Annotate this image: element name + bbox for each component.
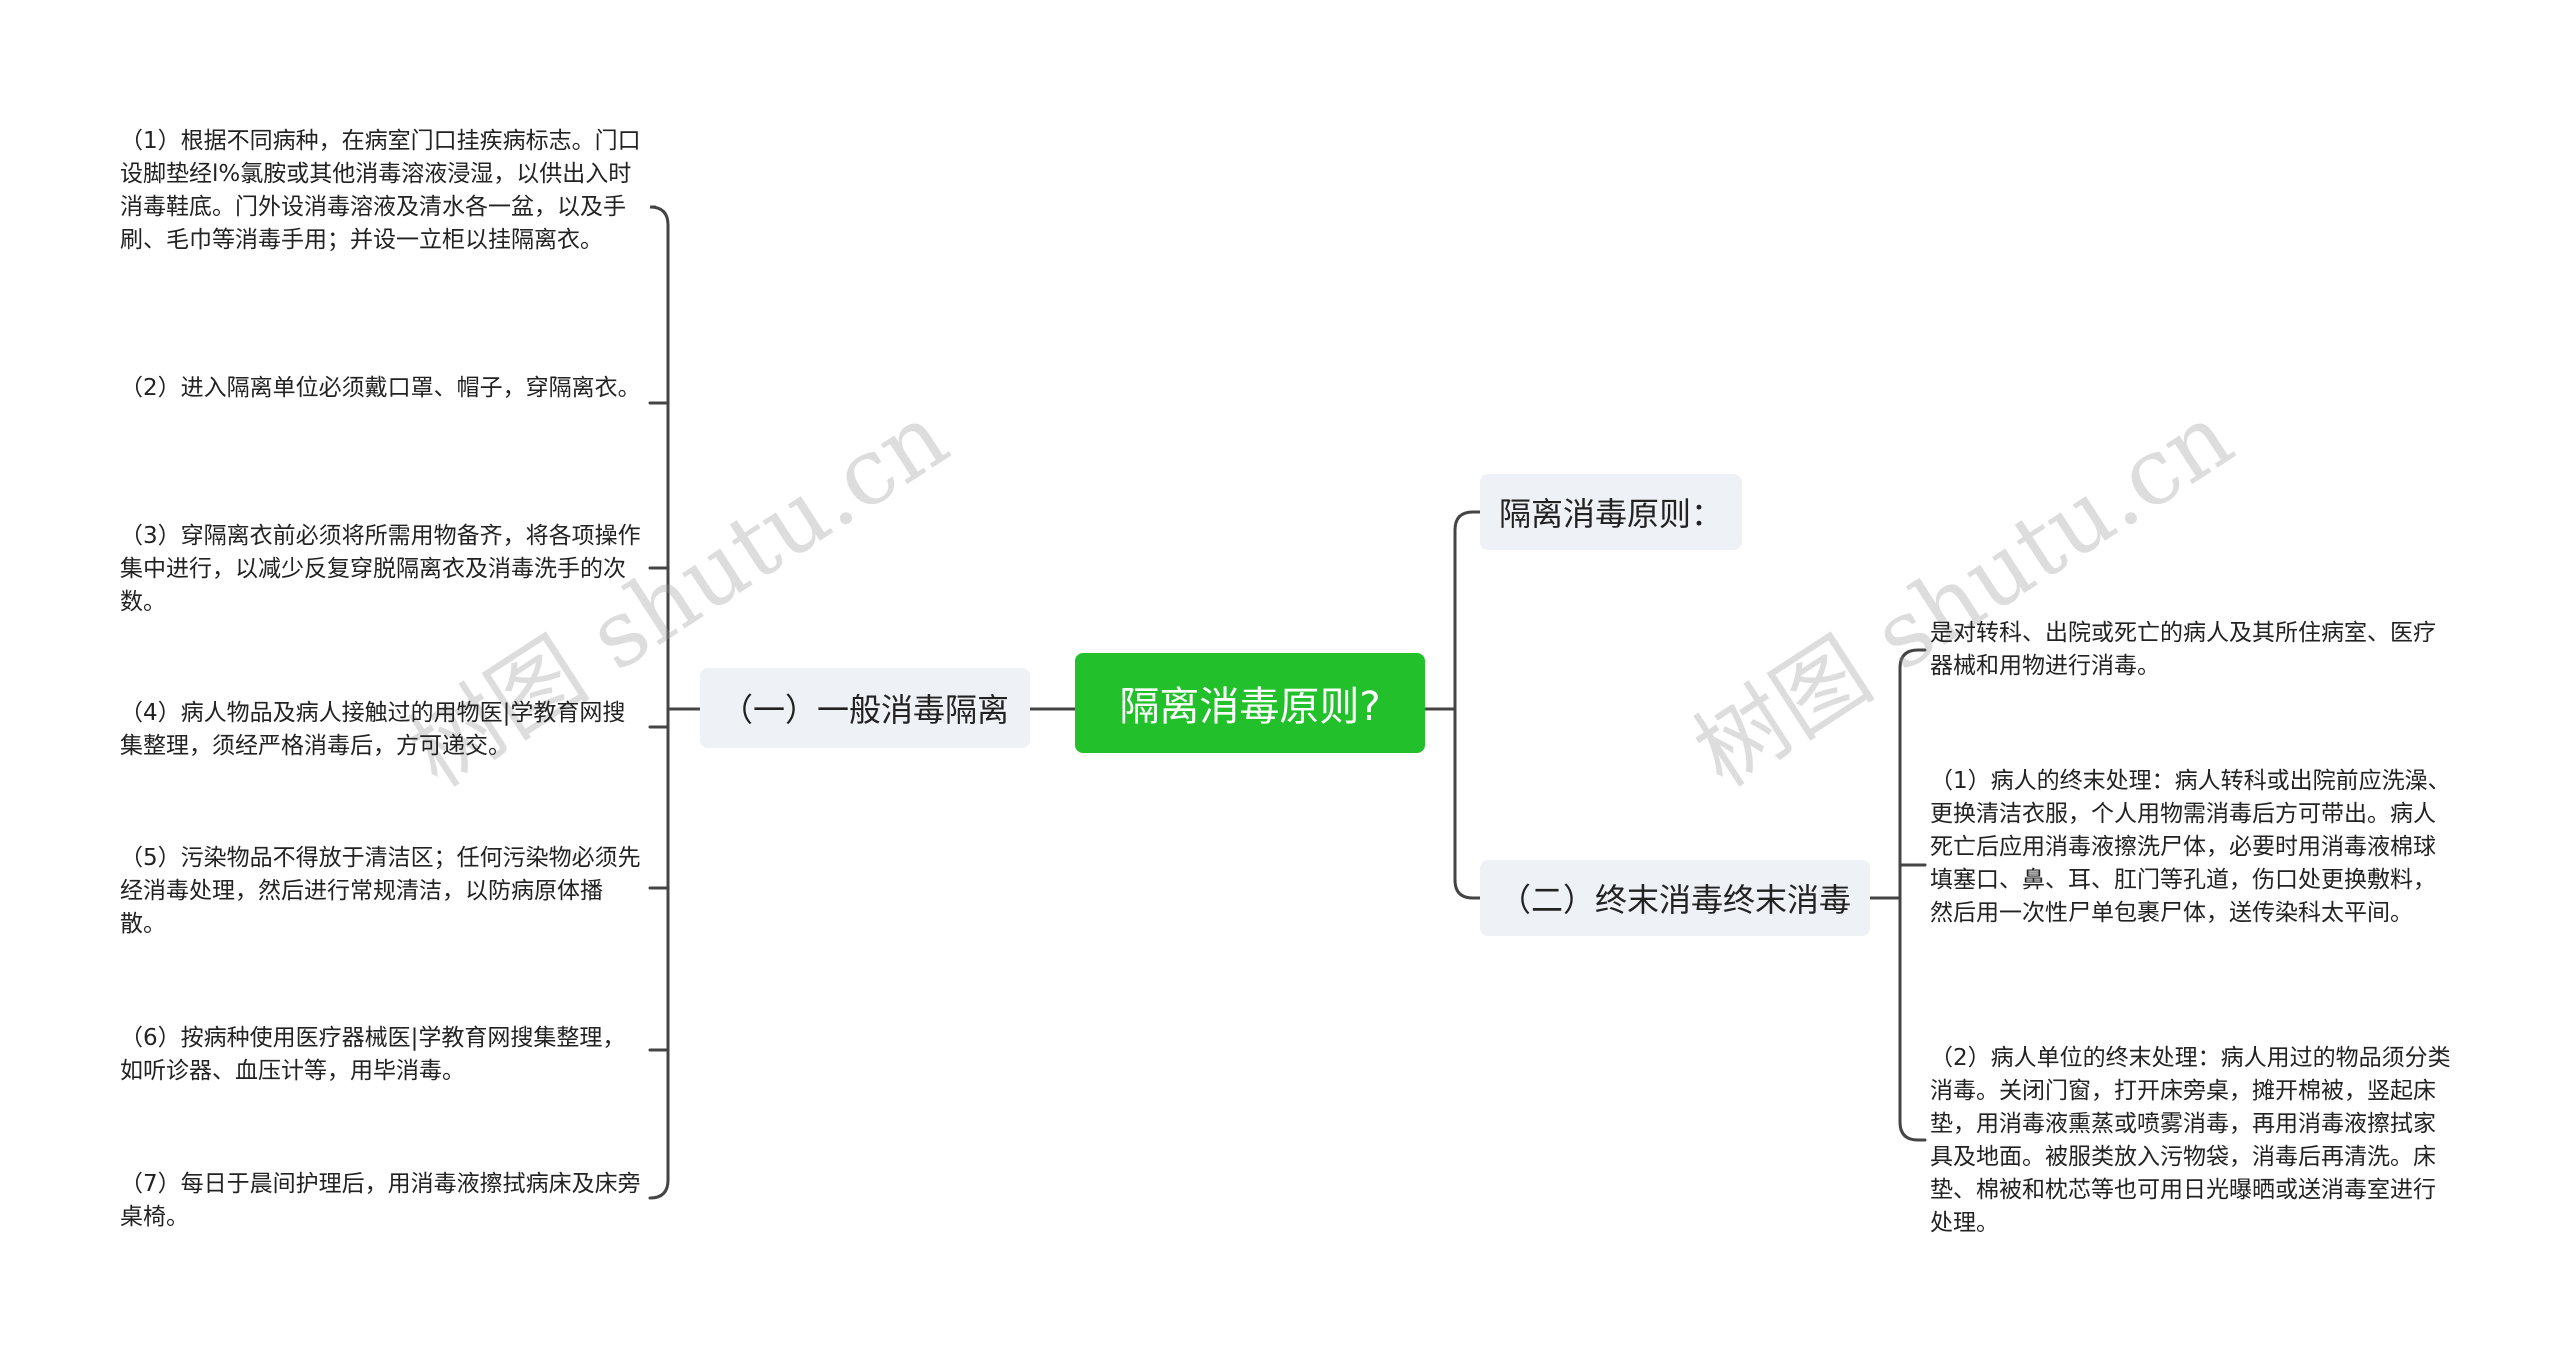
- leaf-general-7: （7）每日于晨间护理后，用消毒液擦拭病床及床旁桌椅。: [120, 1171, 641, 1230]
- leaf-terminal-2: （2）病人单位的终末处理：病人用过的物品须分类消毒。关闭门窗，打开床旁桌，摊开棉…: [1930, 1045, 2451, 1236]
- link-right-top: [1453, 510, 1482, 711]
- bracket-right-bottom: [1898, 1120, 1927, 1142]
- leaf-general-3: （3）穿隔离衣前必须将所需用物备齐，将各项操作集中进行，以减少反复穿脱隔离衣及消…: [120, 523, 641, 615]
- root-node[interactable]: 隔离消毒原则?: [1075, 653, 1425, 753]
- leaf-general-1: （1）根据不同病种，在病室门口挂疾病标志。门口设脚垫经l%氯胺或其他消毒溶液浸湿…: [120, 128, 641, 253]
- bracket-right-top: [1898, 648, 1927, 670]
- branch-label: （二）终末消毒终末消毒: [1498, 881, 1851, 919]
- leaf-general-2: （2）进入隔离单位必须戴口罩、帽子，穿隔离衣。: [120, 375, 641, 401]
- link-right-branch: [1453, 707, 1482, 900]
- leaf-terminal-definition: 是对转科、出院或死亡的病人及其所住病室、医疗器械和用物进行消毒。: [1930, 620, 2436, 679]
- leaf-terminal-1: （1）病人的终末处理：病人转科或出院前应洗澡、更换清洁衣服，个人用物需消毒后方可…: [1930, 768, 2451, 926]
- bracket-top: [649, 205, 670, 227]
- leaf-general-4: （4）病人物品及病人接触过的用物医|学教育网搜集整理，须经严格消毒后，方可递交。: [120, 700, 626, 759]
- branch-label: （一）一般消毒隔离: [720, 691, 1009, 729]
- branch-isolation-principle[interactable]: 隔离消毒原则：: [1480, 474, 1742, 550]
- branch-general-isolation[interactable]: （一）一般消毒隔离: [700, 668, 1030, 748]
- leaf-general-5: （5）污染物品不得放于清洁区；任何污染物必须先经消毒处理，然后进行常规清洁，以防…: [120, 845, 641, 937]
- branch-label: 隔离消毒原则：: [1498, 495, 1723, 533]
- root-label: 隔离消毒原则?: [1119, 684, 1381, 730]
- branch-terminal-disinfection[interactable]: （二）终末消毒终末消毒: [1480, 860, 1870, 936]
- leaf-general-6: （6）按病种使用医疗器械医|学教育网搜集整理，如听诊器、血压计等，用毕消毒。: [120, 1025, 626, 1084]
- bracket-bottom: [648, 1178, 670, 1200]
